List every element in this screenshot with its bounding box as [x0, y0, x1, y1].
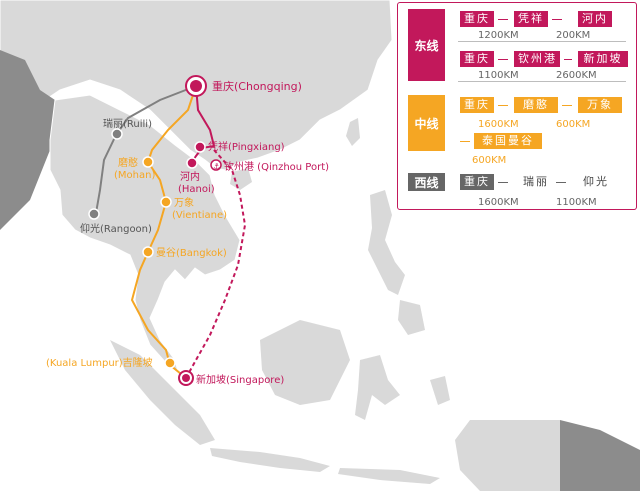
- middle-row1-dist2: 600KM: [556, 119, 591, 130]
- west-row1-stop3: 仰光: [583, 175, 609, 188]
- east-row2-dash2: [564, 59, 572, 60]
- qinzhou-marker[interactable]: [210, 159, 222, 171]
- bangkok-marker[interactable]: [142, 246, 154, 258]
- east-row1-dist1: 1200KM: [478, 30, 519, 41]
- middle-row1-stop1: 重庆: [460, 97, 494, 113]
- kuala-lumpur-marker[interactable]: [164, 357, 176, 369]
- middle-route-line: [130, 85, 197, 379]
- west-row1-dist1: 1600KM: [478, 197, 519, 208]
- west-row1-stop2: 瑞丽: [523, 175, 549, 188]
- east-row1-dash1: [498, 19, 508, 20]
- east-row2-dist1: 1100KM: [478, 70, 519, 81]
- east-row1-dist2: 200KM: [556, 30, 591, 41]
- east-route-sea-line: [185, 149, 247, 379]
- middle-row2-stop1: 泰国曼谷: [474, 133, 542, 149]
- hanoi-marker[interactable]: [186, 157, 198, 169]
- routes-legend: 东线 重庆 凭祥 河内 1200KM 200KM 重庆 钦州港 新加坡 1100…: [397, 2, 637, 210]
- moluccas: [430, 376, 450, 405]
- east-row1-stop1: 重庆: [460, 11, 494, 27]
- label-hanoi-cn: 河内: [180, 170, 200, 183]
- middle-row1-dash1: [498, 105, 508, 106]
- label-chongqing: 重庆(Chongqing): [212, 79, 302, 93]
- east-row2-stop3: 新加坡: [578, 51, 628, 67]
- hainan-island: [230, 168, 252, 190]
- label-pingxiang: 凭祥(Pingxiang): [208, 140, 285, 153]
- mohan-marker[interactable]: [142, 156, 154, 168]
- middle-route-label: 中线: [408, 95, 445, 151]
- singapore-marker[interactable]: [182, 374, 190, 382]
- middle-row1-dist1: 1600KM: [478, 119, 519, 130]
- label-rangoon: 仰光(Rangoon): [80, 222, 152, 235]
- west-row1-dash1: [498, 182, 508, 183]
- east-route-line: [191, 85, 216, 163]
- sulawesi: [355, 355, 400, 420]
- papua-new-guinea: [560, 420, 640, 491]
- ruili-marker[interactable]: [111, 128, 123, 140]
- middle-row1-dash2: [562, 105, 572, 106]
- east-row2-stop1: 重庆: [460, 51, 494, 67]
- anchor-icon: ⚓: [213, 162, 220, 171]
- pingxiang-marker[interactable]: [194, 141, 206, 153]
- west-row1-stop1: 重庆: [460, 174, 494, 190]
- india-landmass: [0, 50, 60, 230]
- label-singapore: 新加坡(Singapore): [196, 373, 284, 386]
- east-row2-dist2: 2600KM: [556, 70, 597, 81]
- east-row2-dash1: [498, 59, 508, 60]
- east-row1-stop2: 凭祥: [514, 11, 548, 27]
- lesser-islands: [338, 468, 440, 484]
- new-guinea: [455, 420, 560, 491]
- label-kuala-lumpur: (Kuala Lumpur)吉隆坡: [46, 356, 153, 369]
- philippines: [368, 190, 405, 295]
- east-row1-stop3: 河内: [578, 11, 612, 27]
- east-row1-underline: [458, 41, 626, 42]
- borneo: [260, 320, 350, 405]
- middle-row2-dist1: 600KM: [472, 155, 507, 166]
- taiwan-island: [346, 118, 360, 146]
- middle-row2-dash: [460, 141, 470, 142]
- label-mohan-en: (Mohan): [114, 170, 155, 181]
- west-row1-dist2: 1100KM: [556, 197, 597, 208]
- java: [210, 448, 330, 472]
- label-qinzhou: 钦州港 (Qinzhou Port): [224, 161, 329, 173]
- label-bangkok: 曼谷(Bangkok): [156, 247, 227, 259]
- middle-row1-stop3: 万象: [578, 97, 622, 113]
- label-mohan-cn: 磨憨: [118, 156, 138, 169]
- label-ruili: 瑞丽(Ruili): [103, 118, 152, 130]
- east-row2-underline: [458, 81, 626, 82]
- sumatra: [110, 340, 215, 445]
- vientiane-marker[interactable]: [160, 196, 172, 208]
- middle-row1-stop2: 磨憨: [514, 97, 558, 113]
- label-vientiane-en: (Vientiane): [172, 210, 227, 221]
- east-row2-stop2: 钦州港: [514, 51, 560, 67]
- rangoon-marker[interactable]: [88, 208, 100, 220]
- east-row1-dash2: [552, 19, 562, 20]
- east-route-label: 东线: [408, 9, 445, 81]
- philippines-south: [398, 300, 425, 335]
- west-row1-dash2: [556, 182, 566, 183]
- label-vientiane-cn: 万象: [174, 197, 194, 209]
- west-route-label: 西线: [408, 173, 445, 191]
- label-hanoi-en: (Hanoi): [178, 184, 215, 195]
- chongqing-marker[interactable]: [190, 80, 202, 92]
